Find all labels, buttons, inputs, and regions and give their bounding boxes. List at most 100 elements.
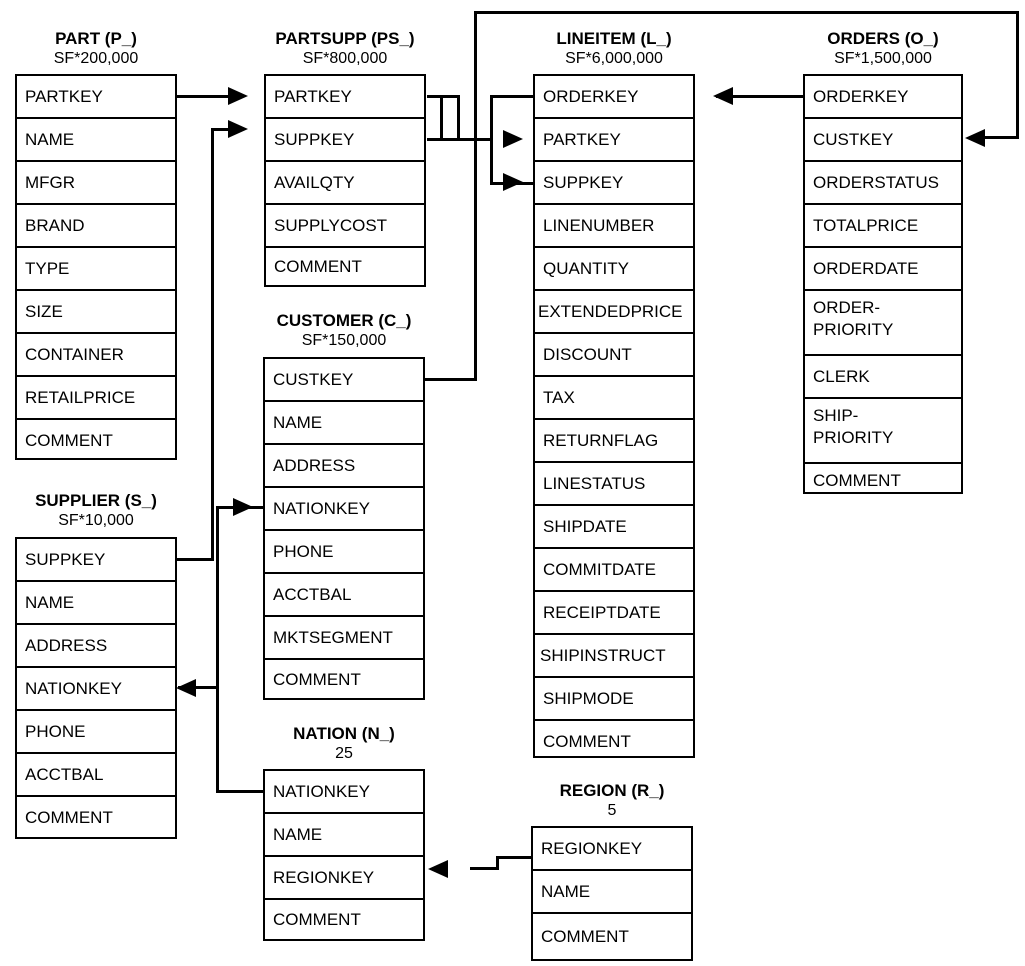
table-orders-cardinality: SF*1,500,000 (834, 50, 932, 67)
table-row-line: PRIORITY (813, 320, 894, 339)
table-row: SHIPDATE (535, 506, 693, 549)
table-region-cardinality: 5 (607, 802, 617, 819)
table-row: ADDRESS (265, 445, 423, 488)
table-row: BRAND (17, 205, 175, 248)
line-cust-orders-v1 (474, 11, 477, 381)
table-row-line: SHIP- (813, 406, 859, 425)
table-row-line: PRIORITY (813, 428, 894, 447)
table-row: COMMENT (274, 257, 362, 276)
table-row: COMMENT (543, 732, 631, 751)
line-region-nation-h2 (470, 867, 499, 870)
line-ps-partkey-v (457, 95, 460, 141)
table-partsupp-box: PARTKEY SUPPKEY AVAILQTY SUPPLYCOST COMM… (264, 74, 426, 287)
line-supplier-partsupp-h1 (177, 558, 214, 561)
table-lineitem-cardinality: SF*6,000,000 (565, 50, 663, 67)
arrow-nation-customer (233, 498, 253, 516)
table-part-cardinality: SF*200,000 (53, 50, 139, 67)
table-row: ORDERSTATUS (805, 162, 961, 205)
table-row: COMMENT (25, 807, 113, 827)
table-orders: ORDERS (O_) SF*1,500,000 (803, 28, 963, 69)
table-row: NAME (533, 871, 691, 914)
table-partsupp-title: PARTSUPP (PS_) (275, 29, 415, 48)
table-row: CONTAINER (17, 334, 175, 377)
table-row: RETURNFLAG (535, 420, 693, 463)
table-row: COMMENT (813, 470, 901, 490)
table-row: COMMENT (541, 927, 629, 946)
table-row: REGIONKEY (533, 828, 691, 871)
table-supplier-box: SUPPKEY NAME ADDRESS NATIONKEY PHONE ACC… (15, 537, 177, 839)
table-row: SUPPLYCOST (266, 205, 424, 248)
table-row: TAX (535, 377, 693, 420)
table-row: REGIONKEY (265, 857, 423, 900)
line-orders-lineitem (716, 95, 804, 98)
line-ps-lineitem-branch-v (490, 95, 493, 185)
table-nation: NATION (N_) 25 (263, 723, 425, 764)
line-region-nation-h1 (496, 856, 533, 859)
line-nation-h-out (216, 790, 264, 793)
table-row: NAME (265, 402, 423, 445)
table-supplier: SUPPLIER (S_) SF*10,000 (15, 490, 177, 531)
table-part-box: PARTKEY NAME MFGR BRAND TYPE SIZE CONTAI… (15, 74, 177, 460)
arrow-ps-lineitem-suppkey (503, 173, 523, 191)
table-row: PHONE (17, 711, 175, 754)
line-ps-suppkey-h1 (427, 138, 460, 141)
table-row: CUSTKEY (265, 359, 423, 402)
table-row: ORDERDATE (805, 248, 961, 291)
table-row: MFGR (17, 162, 175, 205)
arrow-nation-supplier (176, 679, 196, 697)
table-region-box: REGIONKEY NAME COMMENT (531, 826, 693, 961)
table-nation-title: NATION (N_) (293, 724, 395, 743)
arrow-ps-lineitem-partkey (503, 130, 523, 148)
table-row: NATIONKEY (265, 771, 423, 814)
table-row: MKTSEGMENT (265, 617, 423, 660)
table-row: RETAILPRICE (17, 377, 175, 420)
line-cust-orders-h2 (474, 11, 1019, 14)
table-row: PARTKEY (266, 76, 424, 119)
table-row: SUPPKEY (535, 162, 693, 205)
table-row: PARTKEY (17, 76, 175, 119)
line-nation-supplier-h (178, 686, 219, 689)
table-row: SHIP- PRIORITY (805, 399, 961, 464)
table-row: LINENUMBER (535, 205, 693, 248)
table-row: AVAILQTY (266, 162, 424, 205)
table-row: COMMITDATE (535, 549, 693, 592)
line-ps-partkey-h1 (427, 95, 460, 98)
table-row: PHONE (265, 531, 423, 574)
arrow-part-partsupp (228, 87, 248, 105)
table-row: COMMENT (25, 431, 113, 450)
table-orders-box: ORDERKEY CUSTKEY ORDERSTATUS TOTALPRICE … (803, 74, 963, 494)
table-row: ORDERKEY (805, 76, 961, 119)
table-row: ADDRESS (17, 625, 175, 668)
table-customer-cardinality: SF*150,000 (301, 332, 387, 349)
table-supplier-cardinality: SF*10,000 (58, 512, 134, 529)
table-row: NAME (17, 119, 175, 162)
table-row: NAME (265, 814, 423, 857)
table-nation-cardinality: 25 (335, 745, 353, 762)
table-row: TYPE (17, 248, 175, 291)
table-row: PARTKEY (535, 119, 693, 162)
table-row: LINESTATUS (535, 463, 693, 506)
table-row: DISCOUNT (535, 334, 693, 377)
table-region: REGION (R_) 5 (531, 780, 693, 821)
arrow-region-nation (428, 860, 448, 878)
line-ps-lineitem-top-h (490, 95, 533, 98)
line-nation-v-main (216, 506, 219, 793)
table-row: SUPPKEY (266, 119, 424, 162)
table-part: PART (P_) SF*200,000 (15, 28, 177, 69)
table-row: SHIPINSTRUCT (535, 635, 693, 678)
line-supplier-partsupp-v (211, 128, 214, 561)
table-row-line: ORDER- (813, 298, 881, 317)
line-supplier-partsupp-h2 (211, 128, 241, 131)
table-row: NATIONKEY (17, 668, 175, 711)
table-nation-box: NATIONKEY NAME REGIONKEY COMMENT (263, 769, 425, 941)
table-row: ACCTBAL (265, 574, 423, 617)
table-row: ORDERKEY (535, 76, 693, 119)
table-customer-title: CUSTOMER (C_) (276, 311, 412, 330)
table-supplier-title: SUPPLIER (S_) (35, 491, 157, 510)
table-row: CUSTKEY (805, 119, 961, 162)
table-row: ORDER- PRIORITY (805, 291, 961, 356)
line-region-nation-v (496, 856, 499, 870)
arrow-orders-lineitem (713, 87, 733, 105)
table-region-title: REGION (R_) (559, 781, 665, 800)
table-partsupp: PARTSUPP (PS_) SF*800,000 (264, 28, 426, 69)
